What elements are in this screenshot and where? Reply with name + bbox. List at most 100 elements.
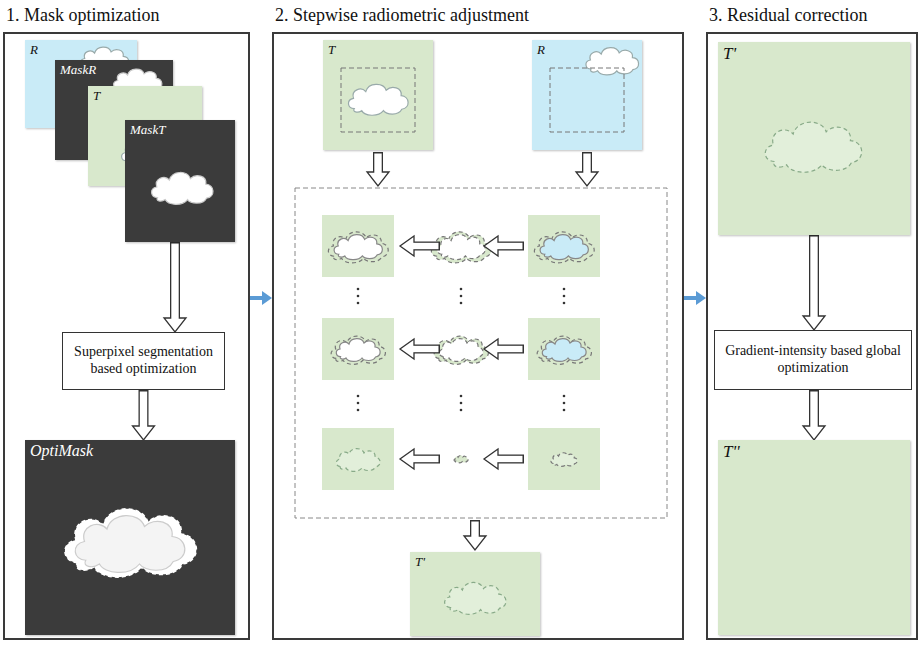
image-illustration (718, 42, 910, 235)
arrow-shaft (809, 390, 819, 426)
image-illustration (532, 40, 642, 150)
cloud-shape (431, 232, 491, 263)
arrow-head (400, 339, 414, 359)
arrow-head (696, 291, 706, 305)
hollow-arrow (576, 152, 598, 186)
dashed-region (341, 68, 415, 132)
image-label: R (30, 42, 38, 58)
process-box: Gradient-intensity based global optimiza… (714, 330, 912, 390)
arrow-head (133, 426, 155, 440)
corrected-image: T'' (718, 440, 910, 635)
arrow-shaft (373, 152, 383, 172)
arrow-shaft (810, 237, 817, 318)
dashed-region (550, 68, 624, 132)
cloud-shape (65, 509, 197, 577)
continuation-dot (460, 402, 463, 405)
continuation-dot (357, 402, 360, 405)
hollow-arrow (367, 152, 389, 186)
continuation-dot (357, 409, 360, 412)
continuation-dot (357, 395, 360, 398)
iteration-image (528, 215, 600, 277)
arrow-head (803, 316, 825, 330)
image-label: T'' (723, 442, 740, 462)
reference-image: R (532, 40, 642, 150)
connector-arrow (164, 242, 186, 332)
cloud-shape (534, 232, 594, 263)
continuation-dot (563, 288, 566, 291)
hollow-arrow (133, 390, 155, 440)
continuation-dot (563, 295, 566, 298)
arrow-head (400, 236, 414, 256)
continuation-dot (357, 295, 360, 298)
cloud-shape (537, 336, 591, 364)
continuation-dot (357, 288, 360, 291)
arrow-head (367, 172, 389, 186)
hollow-arrow (803, 390, 825, 440)
image-label: T' (723, 44, 736, 64)
cloud-shape (765, 122, 861, 172)
image-label: OptiMask (30, 442, 93, 460)
hollow-arrow (484, 236, 524, 256)
continuation-dot (460, 302, 463, 305)
arrow-shaft (140, 392, 147, 428)
arrow-head (464, 536, 486, 550)
hollow-arrow (400, 236, 440, 256)
hollow-arrow (803, 235, 825, 330)
connector-arrow (803, 235, 825, 330)
arrow-shaft (497, 456, 523, 462)
arrow-shaft (810, 392, 817, 428)
cloud-shape (75, 516, 185, 573)
image-illustration (323, 40, 433, 150)
arrow-shaft (414, 242, 440, 251)
arrow-shaft (498, 345, 524, 354)
arrow-shaft (809, 235, 819, 316)
hollow-arrow (464, 520, 486, 550)
continuation-dot (460, 395, 463, 398)
image-label: MaskR (60, 62, 96, 78)
arrow-head (803, 426, 825, 440)
continuation-dot (563, 302, 566, 305)
continuation-dot (460, 409, 463, 412)
arrow-head (262, 291, 272, 305)
connector-arrow (133, 390, 155, 440)
adjusted-image: T' (410, 552, 540, 636)
process-text: Superpixel segmentation based optimizati… (71, 344, 216, 378)
continuation-dot (460, 295, 463, 298)
arrow-head (484, 449, 498, 469)
connector-arrow (684, 291, 706, 305)
dashed-region (295, 188, 667, 518)
continuation-dot (563, 395, 566, 398)
continuation-dot (460, 288, 463, 291)
cloud-shape (152, 172, 213, 204)
image-illustration (125, 120, 235, 242)
cloud-shape (540, 235, 588, 260)
process-box: Superpixel segmentation based optimizati… (62, 332, 225, 390)
arrow-shaft (582, 152, 592, 172)
image-label: T' (415, 554, 425, 570)
cloud-shape (434, 336, 488, 364)
cloud-shape (445, 582, 506, 614)
arrow-head (484, 236, 498, 256)
iteration-image (322, 428, 394, 490)
image-label: T (328, 42, 335, 58)
iteration-image (322, 318, 394, 380)
arrow-shaft (413, 243, 439, 249)
arrow-shaft (583, 154, 590, 174)
arrow-head (576, 172, 598, 186)
arrow-shaft (170, 242, 180, 318)
panel-heading: 2. Stepwise radiometric adjustment (275, 5, 529, 26)
iteration-image (528, 318, 600, 380)
hollow-arrow (400, 339, 440, 359)
process-text: Gradient-intensity based global optimiza… (723, 343, 903, 377)
image-illustration (718, 440, 910, 635)
cloud-shape (586, 48, 639, 75)
image-illustration (410, 552, 540, 636)
arrow-shaft (471, 522, 478, 538)
cloud-shape (542, 339, 586, 362)
cloud-shape (328, 232, 388, 263)
optimized-mask: OptiMask (25, 440, 235, 635)
arrow-shaft (171, 244, 178, 320)
hollow-arrow (400, 449, 440, 469)
image-label: T (93, 88, 100, 104)
cloud-shape (454, 455, 468, 462)
